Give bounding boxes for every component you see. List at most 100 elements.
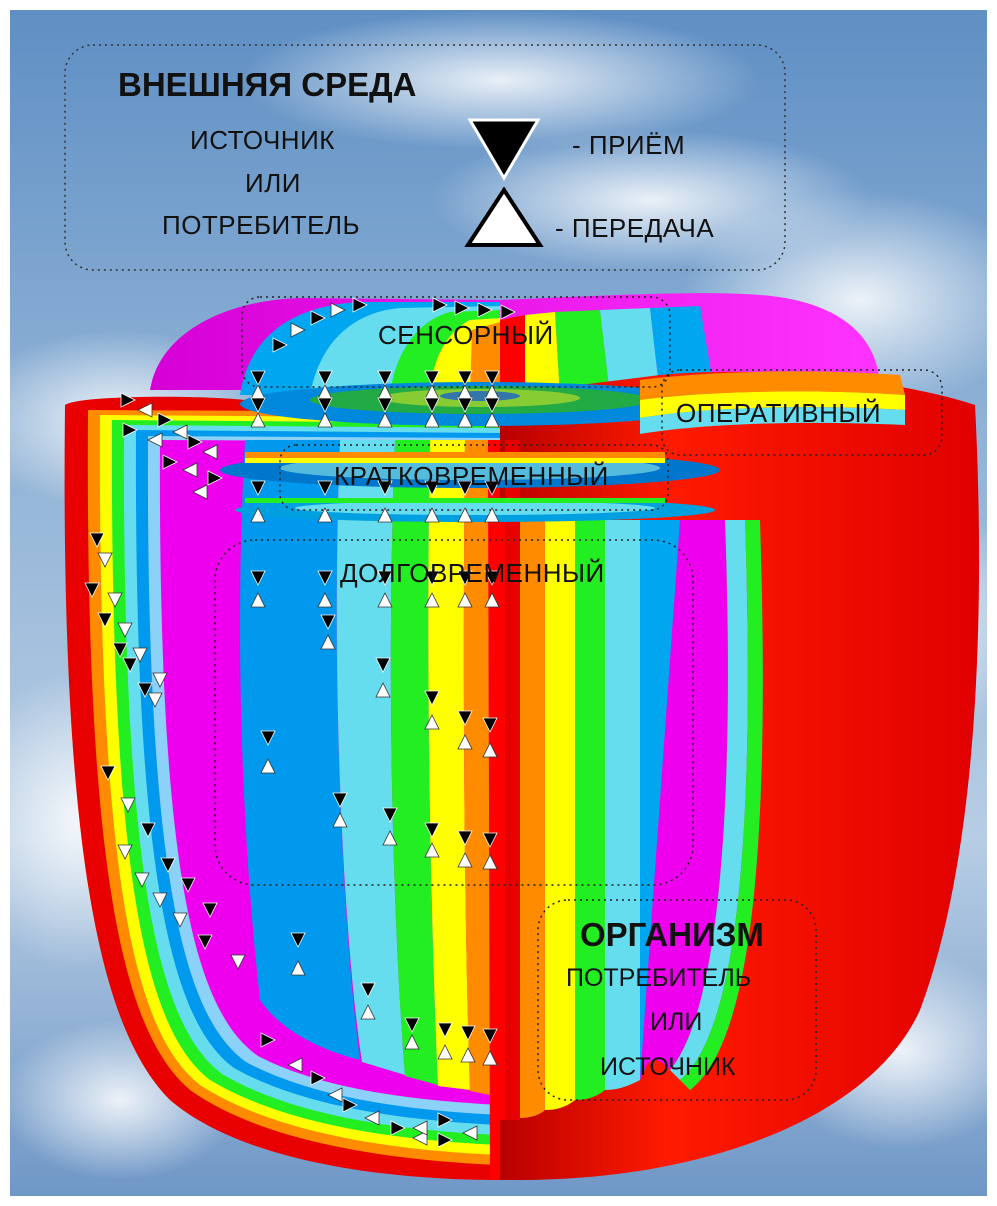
receive-marker-icon [360, 982, 376, 998]
transmit-marker-icon [377, 592, 393, 608]
receive-marker-icon [290, 932, 306, 948]
transmit-marker-icon [117, 622, 133, 638]
transmit-marker-icon [382, 830, 398, 846]
receive-marker-icon [250, 370, 266, 386]
receive-marker-icon [404, 1017, 420, 1033]
receive-marker-icon [317, 480, 333, 496]
transmit-label: - ПЕРЕДАЧА [555, 213, 715, 243]
receive-marker-icon [424, 822, 440, 838]
receive-marker-icon [377, 370, 393, 386]
transmit-marker-icon [260, 758, 276, 774]
receive-marker-icon [377, 480, 393, 496]
receive-marker-icon [457, 370, 473, 386]
receive-marker-icon [100, 765, 116, 781]
receive-marker-icon [180, 877, 196, 893]
organism-title: ОРГАНИЗМ [580, 916, 764, 953]
label-short-term: КРАТКОВРЕМЕННЫЙ [334, 461, 609, 491]
transmit-marker-icon [230, 954, 246, 970]
receive-marker-icon [310, 310, 326, 326]
transmit-marker-icon [424, 714, 440, 730]
receive-marker-icon [484, 370, 500, 386]
transmit-marker-icon [250, 507, 266, 523]
transmit-marker-icon [107, 592, 123, 608]
receive-marker-icon [457, 480, 473, 496]
transmit-marker-icon [332, 812, 348, 828]
receive-marker-icon [484, 570, 500, 586]
transmit-marker-icon [202, 444, 218, 460]
transmit-marker-icon [134, 872, 150, 888]
label-long-term: ДОЛГОВРЕМЕННЫЙ [340, 558, 605, 588]
transmit-marker-icon [484, 412, 500, 428]
transmit-marker-icon [117, 844, 133, 860]
receive-marker-icon [310, 1070, 326, 1086]
receive-marker-icon [207, 470, 223, 486]
receive-marker-icon [457, 830, 473, 846]
transmit-marker-icon [457, 592, 473, 608]
transmit-marker-icon [290, 960, 306, 976]
receive-marker-icon [457, 397, 473, 413]
organism-line-consumer: ПОТРЕБИТЕЛЬ [566, 964, 752, 992]
receive-marker-icon [424, 480, 440, 496]
label-operative: ОПЕРАТИВНЫЙ [676, 398, 882, 428]
receive-marker-icon [332, 792, 348, 808]
receive-marker-icon [457, 710, 473, 726]
receive-marker-icon [482, 832, 498, 848]
transmit-marker-icon [330, 302, 346, 318]
transmit-marker-icon [120, 797, 136, 813]
external-line-consumer: ПОТРЕБИТЕЛЬ [162, 210, 361, 240]
receive-marker-icon [390, 1120, 406, 1136]
transmit-marker-icon [250, 592, 266, 608]
receive-marker-icon [197, 934, 213, 950]
transmit-marker-icon [192, 484, 208, 500]
transmit-marker-icon [437, 1044, 453, 1060]
transmit-marker-icon [460, 1047, 476, 1063]
receive-marker-icon [484, 480, 500, 496]
receive-marker-icon [89, 532, 105, 548]
receive-marker-icon [437, 1022, 453, 1038]
receive-marker-icon [424, 370, 440, 386]
transmit-marker-icon [317, 507, 333, 523]
transmit-marker-icon [137, 402, 153, 418]
transmit-marker-icon [182, 462, 198, 478]
receive-marker-icon [250, 397, 266, 413]
transmit-marker-icon [152, 672, 168, 688]
transmit-marker-icon [317, 592, 333, 608]
organism-body [500, 371, 980, 1180]
top-dome [150, 293, 880, 395]
receive-marker-icon [460, 1025, 476, 1041]
receive-marker-icon [250, 570, 266, 586]
receive-marker-icon [482, 1028, 498, 1044]
receive-marker-icon [140, 822, 156, 838]
receive-marker-icon [250, 480, 266, 496]
receive-marker-icon [457, 570, 473, 586]
receive-marker-icon [500, 304, 516, 320]
receive-marker-icon [377, 570, 393, 586]
receive-marker-icon [187, 434, 203, 450]
transmit-marker-icon [375, 682, 391, 698]
receive-marker-icon [352, 297, 368, 313]
transmit-marker-icon [424, 507, 440, 523]
transmit-marker-icon [250, 412, 266, 428]
receive-marker-icon [477, 302, 493, 318]
transmit-marker-icon [172, 912, 188, 928]
transmit-marker-icon [147, 692, 163, 708]
transmit-marker-icon [152, 892, 168, 908]
external-environment-title: ВНЕШНЯЯ СРЕДА [118, 66, 417, 103]
organism-line-source: ИСТОЧНИК [600, 1053, 736, 1081]
transmit-marker-icon [412, 1130, 428, 1146]
transmit-marker-icon [462, 1125, 478, 1141]
receive-marker-icon [484, 397, 500, 413]
receive-marker-icon [482, 717, 498, 733]
transmit-marker-icon [290, 322, 306, 338]
transmit-marker-icon [97, 552, 113, 568]
transmit-marker-icon [287, 1057, 303, 1073]
transmit-marker-icon [484, 507, 500, 523]
transmit-marker-icon [172, 424, 188, 440]
receive-marker-icon [317, 397, 333, 413]
receive-marker-icon [202, 902, 218, 918]
receive-marker-icon [375, 657, 391, 673]
receive-marker-icon [317, 570, 333, 586]
transmit-marker-icon [424, 842, 440, 858]
receive-marker-icon [342, 1097, 358, 1113]
